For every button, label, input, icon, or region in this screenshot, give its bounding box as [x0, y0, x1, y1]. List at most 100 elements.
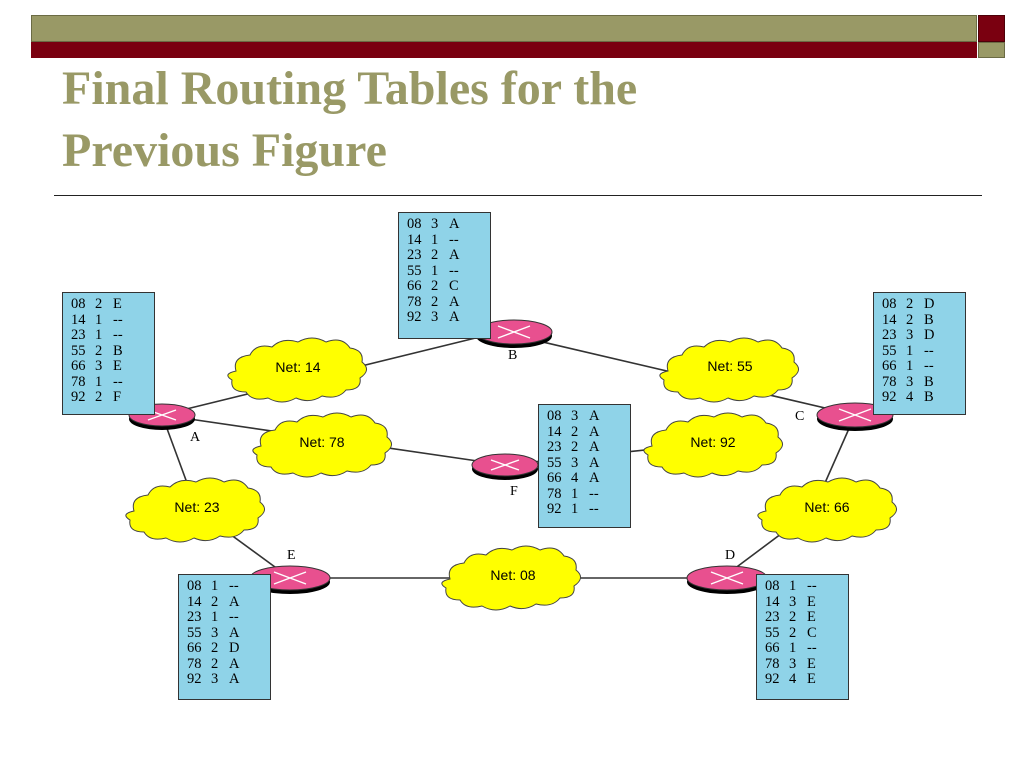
- next-hop-cell: A: [229, 593, 240, 610]
- next-hop-cell: B: [113, 342, 123, 359]
- network-cell: 55: [407, 262, 422, 279]
- network-cell: 92: [882, 389, 897, 405]
- net-66-label: Net: 66: [804, 499, 849, 515]
- hop-count-cell: 3: [95, 358, 103, 374]
- next-hop-cell: C: [807, 624, 817, 641]
- network-cell: 78: [71, 373, 86, 390]
- header-corner-red: [978, 15, 1005, 42]
- next-hop-cell: A: [589, 408, 600, 424]
- hop-count-cell: 1: [431, 262, 439, 279]
- hop-count-cell: 3: [211, 624, 219, 641]
- next-hop-cell: --: [229, 609, 239, 625]
- network-cell: 55: [187, 624, 202, 641]
- hop-count-cell: 2: [431, 247, 439, 263]
- hop-count-cell: 4: [571, 470, 579, 486]
- cloud-net-66: Net: 66: [757, 477, 897, 543]
- network-cell: 55: [71, 342, 86, 359]
- title-line-1: Final Routing Tables for the: [62, 62, 638, 115]
- hop-count-cell: 3: [571, 454, 579, 471]
- hop-count-cell: 2: [431, 293, 439, 310]
- hop-count-cell: 3: [789, 593, 797, 610]
- next-hop-cell: C: [449, 278, 459, 294]
- network-cell: 14: [547, 423, 562, 440]
- network-cell: 23: [765, 609, 780, 625]
- next-hop-cell: --: [589, 501, 599, 517]
- net-92-label: Net: 92: [690, 434, 735, 450]
- hop-count-cell: 3: [431, 309, 439, 325]
- cloud-net-78: Net: 78: [252, 412, 392, 478]
- next-hop-cell: A: [449, 247, 460, 263]
- network-cell: 55: [882, 342, 897, 359]
- hop-count-cell: 2: [431, 278, 439, 294]
- network-cell: 08: [547, 408, 562, 424]
- next-hop-cell: D: [924, 327, 935, 343]
- network-cell: 66: [765, 640, 780, 656]
- hop-count-cell: 3: [571, 408, 579, 424]
- network-cell: 78: [547, 485, 562, 502]
- hop-count-cell: 1: [571, 501, 579, 517]
- network-cell: 55: [547, 454, 562, 471]
- hop-count-cell: 3: [431, 216, 439, 232]
- next-hop-cell: --: [113, 373, 123, 390]
- cloud-net-14: Net: 14: [227, 337, 367, 403]
- hop-count-cell: 2: [95, 342, 103, 359]
- next-hop-cell: A: [229, 624, 240, 641]
- title-line-2: Previous Figure: [62, 124, 387, 177]
- hop-count-cell: 2: [789, 624, 797, 641]
- net-78-label: Net: 78: [299, 434, 344, 450]
- hop-count-cell: 1: [95, 327, 103, 343]
- network-cell: 23: [882, 327, 897, 343]
- next-hop-cell: E: [113, 296, 122, 312]
- hop-count-cell: 1: [95, 311, 103, 328]
- router-f: [471, 453, 539, 480]
- next-hop-cell: B: [924, 373, 934, 390]
- hop-count-cell: 2: [571, 439, 579, 455]
- next-hop-cell: --: [449, 231, 459, 248]
- hop-count-cell: 1: [431, 231, 439, 248]
- router-e-label: E: [287, 548, 296, 563]
- hop-count-cell: 2: [211, 640, 219, 656]
- net-14-label: Net: 14: [275, 359, 320, 375]
- next-hop-cell: --: [924, 342, 934, 359]
- next-hop-cell: A: [449, 293, 460, 310]
- network-cell: 08: [407, 216, 422, 232]
- router-d-label: D: [725, 548, 736, 563]
- network-cell: 23: [407, 247, 422, 263]
- net-08-label: Net: 08: [490, 567, 535, 583]
- net-23-label: Net: 23: [174, 499, 219, 515]
- hop-count-cell: 2: [906, 296, 914, 312]
- header-corner-olive: [978, 42, 1005, 58]
- hop-count-cell: 2: [95, 389, 103, 405]
- network-cell: 78: [407, 293, 422, 310]
- network-cell: 92: [765, 671, 780, 687]
- hop-count-cell: 3: [211, 671, 219, 687]
- hop-count-cell: 1: [906, 342, 914, 359]
- hop-count-cell: 1: [906, 358, 914, 374]
- network-cell: 66: [407, 278, 422, 294]
- network-cell: 78: [187, 655, 202, 672]
- hop-count-cell: 4: [906, 389, 914, 405]
- network-cell: 23: [71, 327, 86, 343]
- next-hop-cell: B: [924, 389, 934, 405]
- next-hop-cell: E: [807, 593, 816, 610]
- next-hop-cell: A: [589, 423, 600, 440]
- next-hop-cell: D: [229, 640, 240, 656]
- cloud-net-08: Net: 08: [441, 545, 581, 611]
